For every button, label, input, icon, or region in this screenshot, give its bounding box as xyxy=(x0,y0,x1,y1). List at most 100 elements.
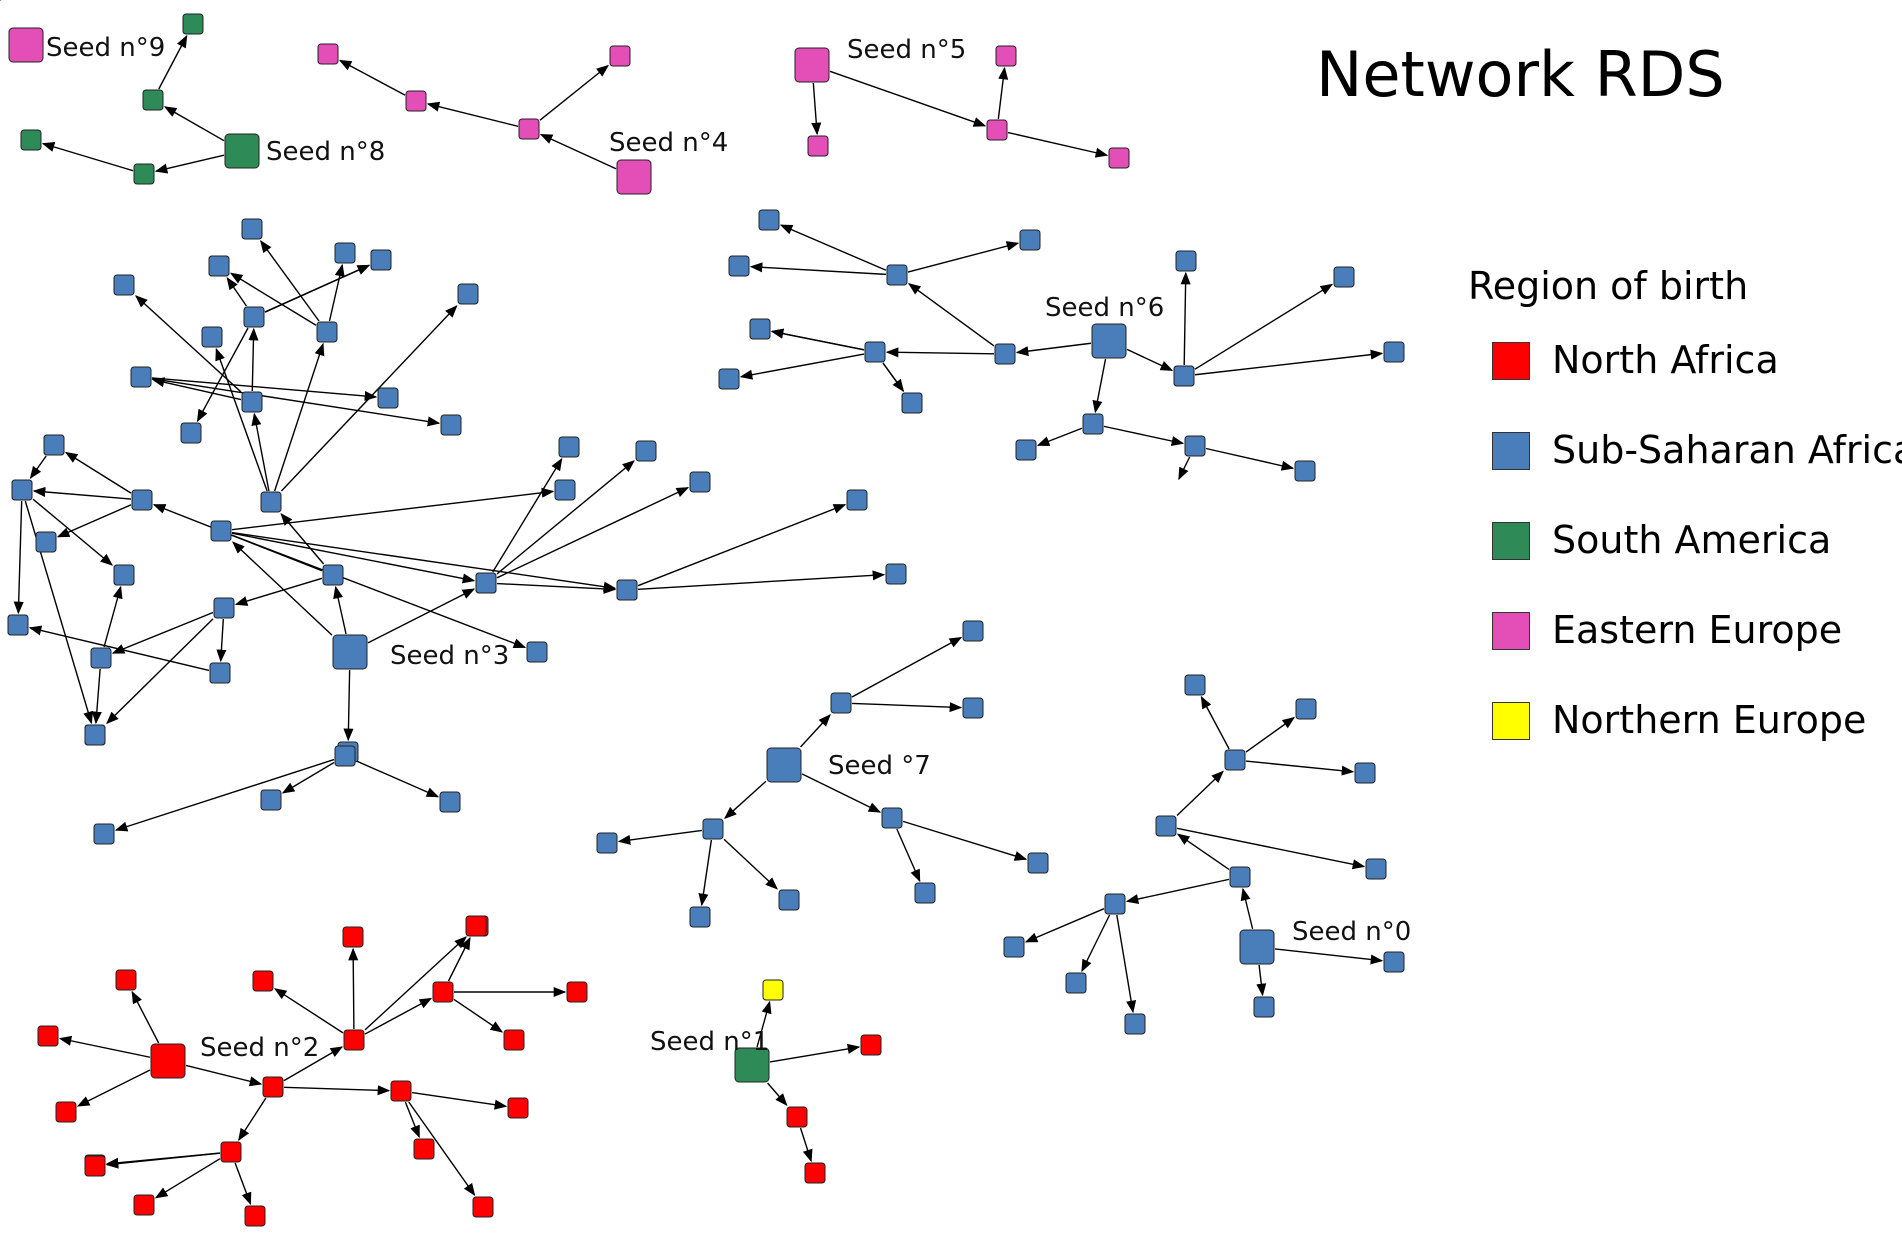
node-e11 xyxy=(1003,936,1025,958)
edge-c1-c6 xyxy=(234,577,323,606)
node-g4 xyxy=(20,129,42,151)
edge-c4-c10 xyxy=(215,347,268,492)
edge-c23-c27 xyxy=(29,455,47,480)
node-c37 xyxy=(84,724,106,746)
legend-label: South America xyxy=(1552,518,1832,562)
edge-g3-g4 xyxy=(41,142,134,172)
node-c40 xyxy=(526,641,548,663)
edge-c49-c52 xyxy=(637,570,886,591)
edge-c8-c11 xyxy=(259,239,320,322)
edge-s2-r3 xyxy=(131,990,160,1044)
node-e7 xyxy=(1365,858,1387,880)
edge-b6a-b6d xyxy=(907,283,995,347)
edge-b6e-b6j xyxy=(739,353,865,380)
node-d10 xyxy=(1027,852,1049,874)
node-e8 xyxy=(1184,674,1206,696)
edge-s8-g1 xyxy=(163,106,225,142)
node-d1 xyxy=(830,692,852,714)
node-c45 xyxy=(93,823,115,845)
node-b6f xyxy=(758,209,780,231)
edge-s1-y1 xyxy=(756,1000,772,1048)
edge-s0-e2 xyxy=(1256,964,1267,997)
edge-c4-c7 xyxy=(251,412,270,492)
node-b6m xyxy=(901,392,923,414)
legend-swatch-northern-europe xyxy=(1492,702,1530,740)
legend-swatch-eastern-europe xyxy=(1492,612,1530,650)
seed-node-s4 xyxy=(616,159,652,195)
node-f3 xyxy=(804,1162,826,1184)
node-b6r xyxy=(1184,435,1206,457)
node-e6 xyxy=(1224,749,1246,771)
edge-p1-p4 xyxy=(539,64,609,121)
edge-b6d-b6h xyxy=(907,241,1020,273)
edge-e6-e10 xyxy=(1245,760,1355,776)
edge-r4-r5 xyxy=(283,1046,344,1082)
node-y1 xyxy=(762,979,784,1001)
node-c42 xyxy=(334,745,356,767)
node-r1 xyxy=(37,1025,59,1047)
node-c44 xyxy=(439,791,461,813)
node-d7 xyxy=(689,906,711,928)
node-r2 xyxy=(55,1101,77,1123)
node-c11 xyxy=(241,218,263,240)
edge-c6-c31 xyxy=(111,611,214,654)
node-c51 xyxy=(846,489,868,511)
node-r5 xyxy=(343,1029,365,1051)
edge-c24-c28 xyxy=(32,498,113,566)
node-b6t xyxy=(1294,460,1316,482)
edge-b6b-b6n xyxy=(1180,271,1191,366)
edge-d2-d6 xyxy=(617,829,703,845)
node-p7 xyxy=(995,45,1017,67)
edge-e5-e12 xyxy=(1081,914,1111,973)
node-p5 xyxy=(807,135,829,157)
node-c34 xyxy=(7,614,29,636)
node-c25 xyxy=(35,531,57,553)
edge-s8-g3 xyxy=(154,154,225,174)
edge-c24-c29 xyxy=(13,500,24,615)
nodes-layer xyxy=(7,13,1405,1227)
node-d3 xyxy=(881,807,903,829)
seed-node-s5 xyxy=(794,47,830,83)
node-b6n xyxy=(1175,250,1197,272)
edge-c46-c48 xyxy=(496,460,635,575)
node-c5 xyxy=(131,489,153,511)
seed-label-s9: Seed n°9 xyxy=(46,33,165,63)
edge-p2-p3 xyxy=(338,59,406,96)
edge-r8-r13 xyxy=(453,998,504,1033)
legend-label: Sub-Saharan Africa xyxy=(1552,428,1902,472)
edge-r5-r8 xyxy=(364,997,433,1035)
node-d8 xyxy=(778,889,800,911)
seed-label-s0: Seed n°0 xyxy=(1292,917,1411,947)
node-r18 xyxy=(84,1155,106,1177)
node-r9 xyxy=(252,970,274,992)
edge-e4-e6 xyxy=(1176,770,1224,816)
node-d6 xyxy=(596,832,618,854)
node-c21 xyxy=(180,422,202,444)
edge-c42-c43 xyxy=(281,761,335,794)
edge-c8-c13 xyxy=(328,263,345,322)
edge-s6-b6c xyxy=(1092,358,1107,414)
node-p6 xyxy=(986,119,1008,141)
node-c7 xyxy=(241,391,263,413)
legend-swatch-north-africa xyxy=(1492,342,1530,380)
edge-c16-c20 xyxy=(151,378,441,427)
edge-c46-c49 xyxy=(496,582,617,594)
edge-s4-p1 xyxy=(539,133,617,170)
edge-s0-e3 xyxy=(1274,948,1384,965)
edge-r4-r7 xyxy=(283,1085,391,1096)
edge-s2-r2 xyxy=(76,1069,151,1107)
node-r21 xyxy=(472,1196,494,1218)
edge-s6-b6a xyxy=(1015,342,1092,357)
seed-node-s1 xyxy=(734,1047,770,1083)
node-r6 xyxy=(220,1141,242,1163)
node-r14 xyxy=(465,915,487,937)
node-c49 xyxy=(616,579,638,601)
edge-s7-d2 xyxy=(724,780,767,820)
edge-c7-c15 xyxy=(248,327,259,392)
edge-e1-e5 xyxy=(1125,878,1230,904)
edge-e6-e8 xyxy=(1200,695,1230,750)
edge-b6r-b6t xyxy=(1205,447,1295,471)
seed-node-s8 xyxy=(224,133,260,169)
node-c18 xyxy=(208,255,230,277)
